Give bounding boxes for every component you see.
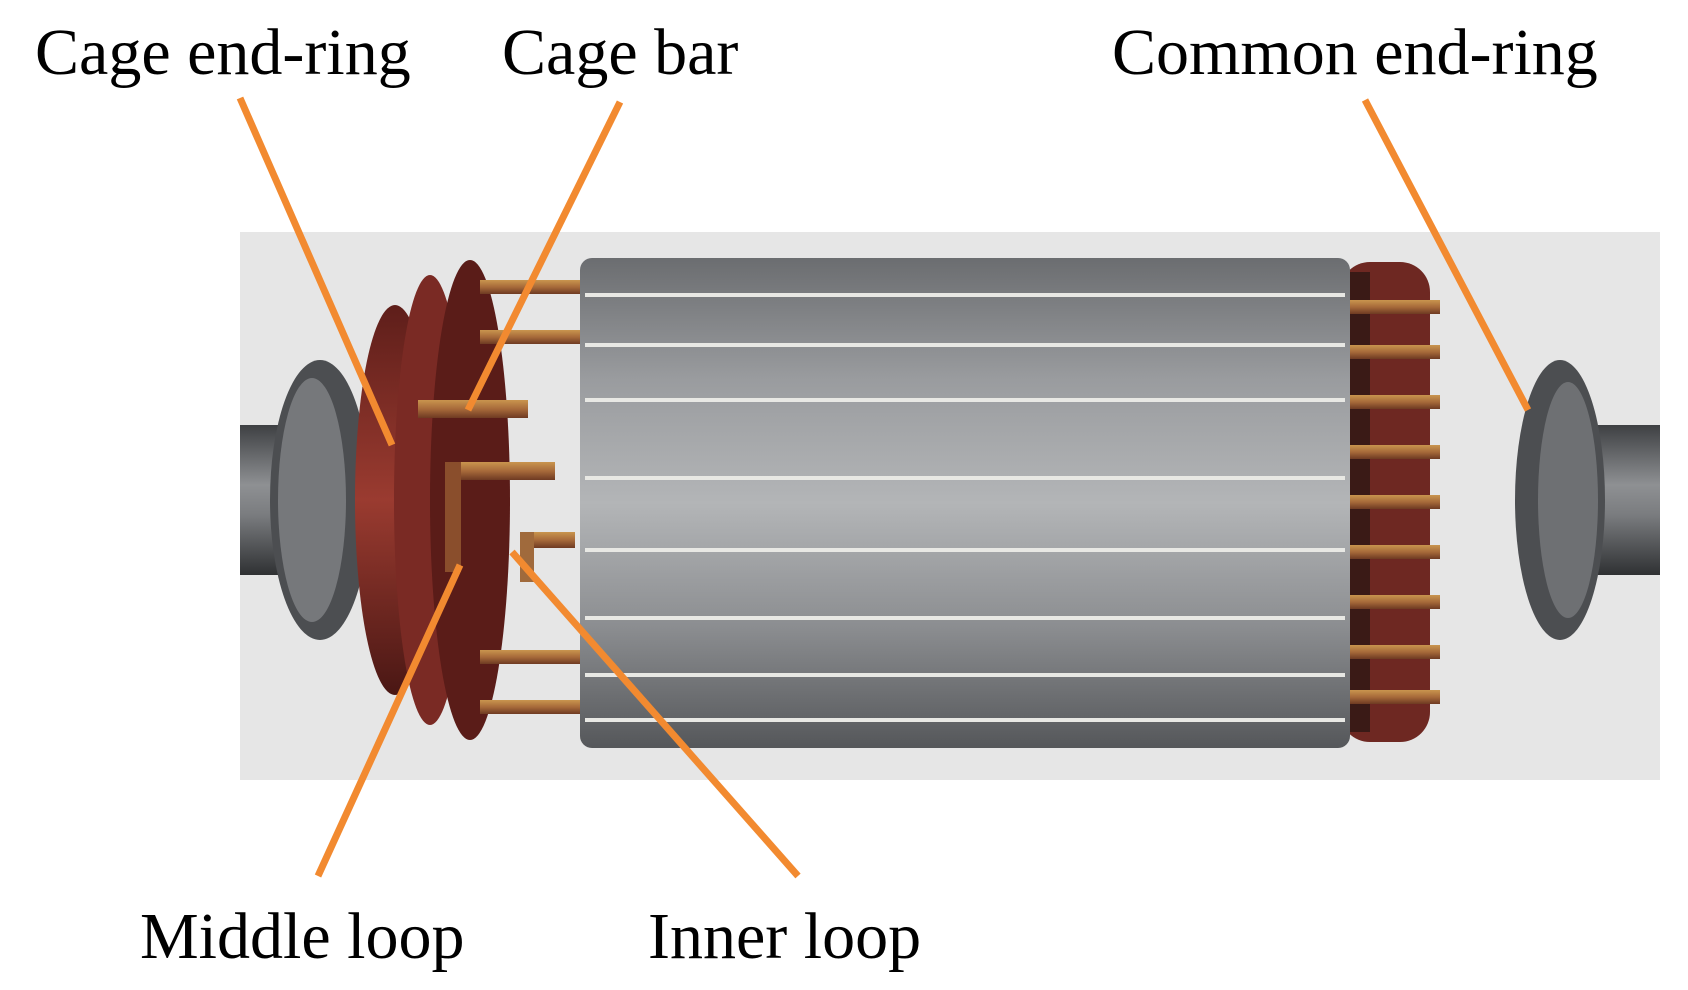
laminated-core (580, 258, 1350, 748)
arrow-common-end-ring (1361, 98, 1532, 412)
left-ring-outer (430, 260, 510, 740)
label-middle-loop: Middle loop (140, 900, 465, 973)
right-cage-bars (1330, 300, 1440, 704)
bearing-left-face (278, 378, 346, 622)
arrow-middle-loop (314, 563, 464, 878)
label-common-end-ring: Common end-ring (1112, 16, 1598, 89)
label-inner-loop: Inner loop (648, 900, 922, 973)
label-cage-bar: Cage bar (502, 16, 739, 89)
arrow-cage-bar (464, 100, 624, 412)
bearing-right-face (1538, 382, 1598, 618)
label-cage-end-ring: Cage end-ring (35, 16, 411, 89)
core-slots (585, 293, 1345, 722)
leader-arrows (236, 96, 1532, 879)
arrow-inner-loop (509, 549, 801, 879)
arrow-cage-end-ring (236, 96, 396, 447)
